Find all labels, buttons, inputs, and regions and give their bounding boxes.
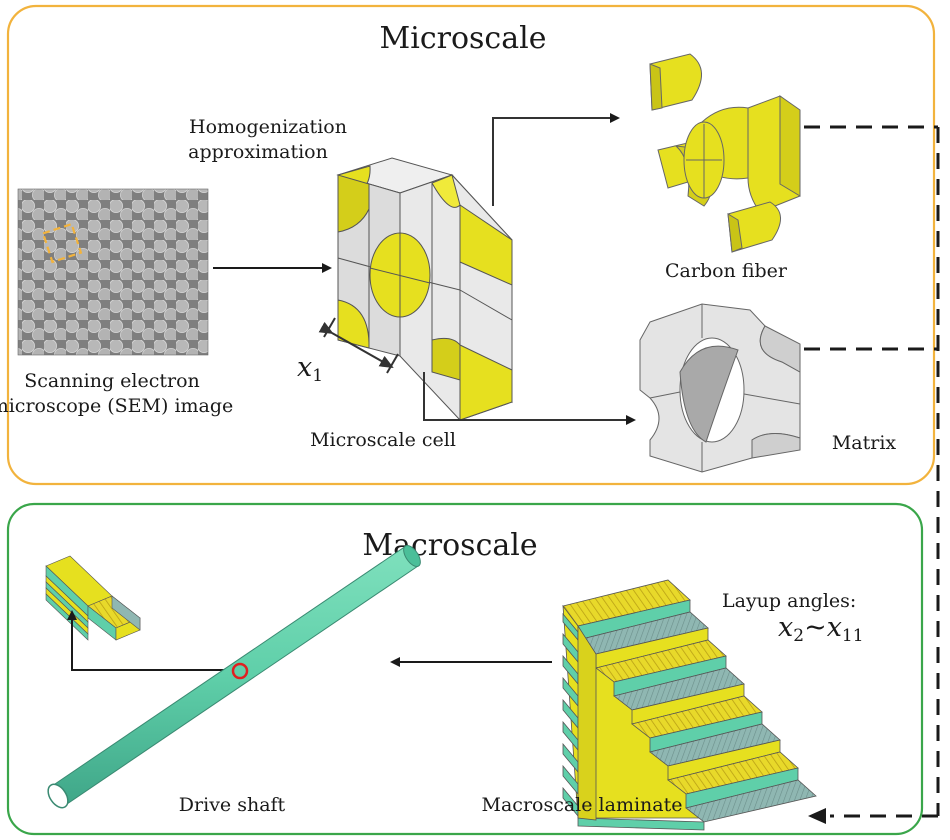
small-laminate-icon	[45, 555, 141, 641]
sem-caption-line1: Scanning electron	[24, 370, 200, 392]
carbon-fiber-label: Carbon fiber	[665, 260, 788, 282]
macroscale-panel	[6, 502, 924, 836]
macroscale-laminate	[562, 579, 817, 831]
arrow-shaft-to-laminate	[67, 610, 230, 671]
dimension-x1	[318, 317, 399, 374]
drive-shaft-label: Drive shaft	[179, 794, 286, 816]
highlight-ring	[231, 662, 249, 680]
sem-selection-box	[41, 222, 83, 264]
matrix-label: Matrix	[832, 432, 897, 454]
dashed-connector	[804, 125, 940, 818]
microscale-cell	[336, 157, 513, 421]
drive-shaft	[47, 545, 421, 809]
arrow-cell-to-fiber	[492, 113, 620, 206]
microscale-title: Microscale	[380, 21, 547, 56]
matrix-piece	[639, 303, 801, 473]
homogenization-line1: Homogenization	[189, 116, 347, 138]
x1-symbol: x1	[297, 352, 323, 386]
microscale-panel	[6, 4, 936, 486]
sem-image	[17, 188, 209, 356]
macroscale-laminate-label: Macroscale laminate	[482, 794, 683, 816]
microscale-cell-label: Microscale cell	[310, 429, 456, 451]
carbon-fiber-pieces	[649, 53, 801, 253]
layup-angles-line2: x2~x11	[778, 612, 864, 646]
arrow-cell-to-matrix	[423, 372, 636, 425]
layup-angles-line1: Layup angles:	[722, 590, 856, 612]
sem-caption-line2: microscope (SEM) image	[0, 395, 233, 417]
homogenization-line2: approximation	[188, 141, 328, 163]
dashed-arrowhead	[808, 808, 826, 824]
